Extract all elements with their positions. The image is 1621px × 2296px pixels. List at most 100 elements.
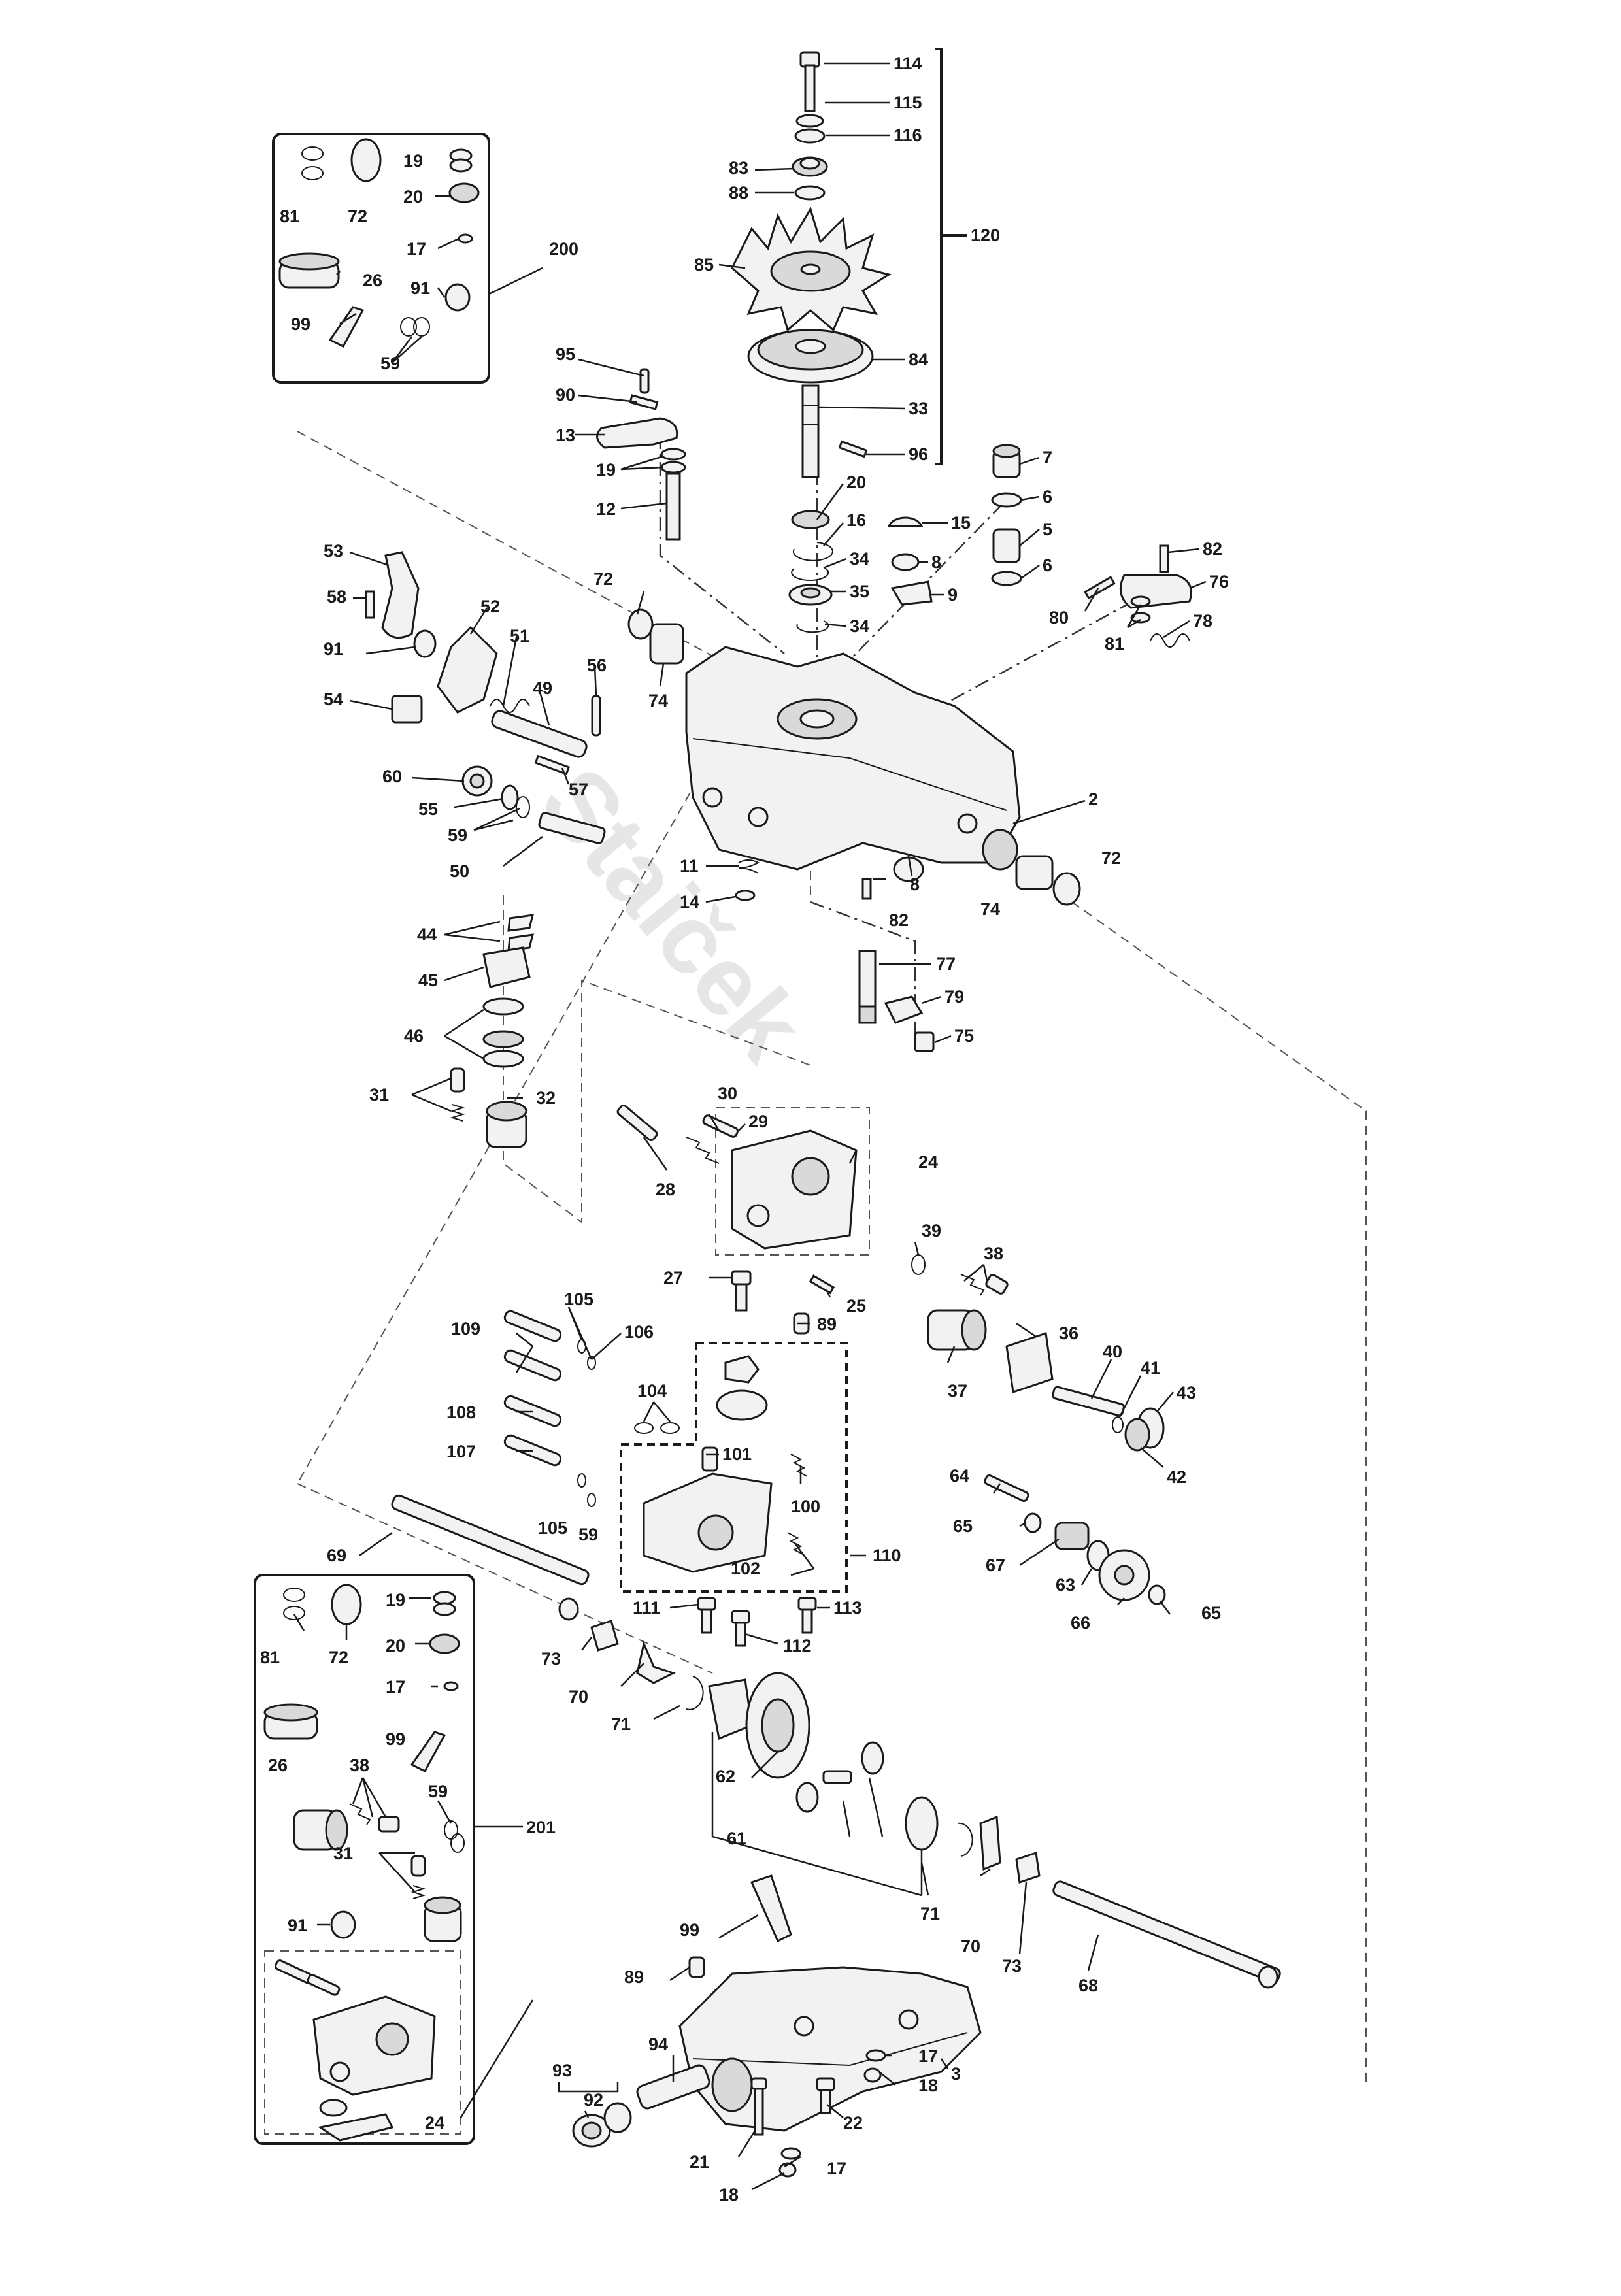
pin-56 bbox=[591, 695, 601, 737]
label-36: 36 bbox=[1059, 1323, 1078, 1343]
kit201-piston-31 bbox=[410, 1855, 426, 1877]
label-93: 93 bbox=[552, 2061, 572, 2080]
insert-44b bbox=[507, 933, 534, 952]
input-shaft-33 bbox=[801, 384, 820, 478]
label-51: 51 bbox=[510, 626, 529, 646]
label-42: 42 bbox=[1167, 1467, 1186, 1487]
shaft-50 bbox=[538, 812, 606, 844]
pin-109 bbox=[503, 1310, 562, 1342]
washer-115 bbox=[795, 114, 824, 128]
bushing-74b bbox=[1015, 855, 1054, 890]
cap-15 bbox=[887, 516, 924, 527]
kit-box-200 bbox=[272, 133, 490, 384]
label-20: 20 bbox=[846, 473, 866, 492]
label-kit201-17: 17 bbox=[386, 1677, 405, 1697]
kit200-o-ring-59 bbox=[400, 317, 417, 337]
washer-17b bbox=[780, 2147, 801, 2160]
label-81: 81 bbox=[1105, 634, 1124, 654]
label-11: 11 bbox=[680, 856, 699, 876]
washer-45a bbox=[482, 997, 524, 1016]
label-46: 46 bbox=[404, 1026, 424, 1046]
shaft-40 bbox=[1052, 1386, 1125, 1417]
block-79 bbox=[884, 995, 924, 1024]
seal-91 bbox=[413, 629, 437, 658]
valve-29 bbox=[702, 1114, 739, 1138]
label-3: 3 bbox=[951, 2064, 961, 2084]
axis-line-top bbox=[659, 435, 785, 654]
kit201-valve-b bbox=[307, 1974, 341, 1996]
label-70: 70 bbox=[569, 1687, 588, 1706]
label-kit200-99: 99 bbox=[291, 314, 310, 334]
ring-41 bbox=[1112, 1416, 1124, 1433]
gear-42 bbox=[1124, 1418, 1150, 1452]
kit201-o-ring-81 bbox=[283, 1588, 305, 1602]
label-107: 107 bbox=[446, 1442, 476, 1461]
label-43: 43 bbox=[1177, 1383, 1196, 1403]
label-kit201-26: 26 bbox=[268, 1755, 288, 1775]
leader-lines bbox=[293, 62, 1207, 2191]
ring-59 bbox=[516, 796, 530, 818]
label-72b: 72 bbox=[1101, 848, 1121, 868]
cap-7 bbox=[992, 444, 1021, 478]
label-74b: 74 bbox=[980, 899, 1000, 919]
kit200-seal-72 bbox=[350, 138, 382, 182]
bracket-120 bbox=[935, 48, 967, 465]
label-120: 120 bbox=[971, 225, 1000, 245]
washer-55 bbox=[501, 784, 519, 810]
key-96 bbox=[838, 440, 868, 458]
o-ring-19 bbox=[660, 448, 686, 461]
kit201-sealant-99 bbox=[410, 1731, 446, 1772]
label-60: 60 bbox=[382, 767, 402, 786]
label-74: 74 bbox=[648, 691, 668, 710]
pinion-a bbox=[795, 1782, 819, 1813]
label-19: 19 bbox=[596, 460, 616, 480]
label-9: 9 bbox=[948, 585, 958, 605]
pin-82 bbox=[1159, 544, 1169, 573]
label-7: 7 bbox=[1043, 448, 1052, 467]
label-18b: 18 bbox=[719, 2185, 739, 2204]
kit201-piston-38 bbox=[378, 1816, 400, 1833]
label-78: 78 bbox=[1193, 611, 1212, 631]
label-83: 83 bbox=[729, 158, 748, 178]
kit201-o-ring-59 bbox=[444, 1820, 458, 1840]
seal-72b bbox=[1052, 872, 1081, 906]
kit201-washer-17 bbox=[443, 1681, 459, 1691]
seal-8 bbox=[891, 553, 920, 571]
kit200-o-ring-19b bbox=[449, 158, 473, 173]
label-14: 14 bbox=[680, 892, 699, 912]
label-49: 49 bbox=[533, 678, 552, 698]
label-64: 64 bbox=[950, 1466, 969, 1486]
label-21: 21 bbox=[690, 2152, 709, 2172]
label-111: 111 bbox=[633, 1598, 660, 1618]
kit200-o-ring-81b bbox=[301, 166, 324, 180]
label-90: 90 bbox=[556, 385, 575, 405]
label-28: 28 bbox=[656, 1180, 675, 1199]
label-85: 85 bbox=[694, 255, 714, 275]
spring-38 bbox=[960, 1274, 985, 1296]
label-kit201-38: 38 bbox=[350, 1755, 369, 1775]
o-ring-19b bbox=[660, 461, 686, 474]
o-ring-59b bbox=[587, 1493, 596, 1507]
kit201-seal-91 bbox=[330, 1910, 356, 1939]
pin-57 bbox=[534, 754, 571, 776]
shaft-77 bbox=[858, 950, 877, 1024]
washer-65 bbox=[1024, 1512, 1042, 1533]
label-kit201-91: 91 bbox=[288, 1916, 307, 1935]
pulley-84 bbox=[747, 329, 874, 384]
label-15: 15 bbox=[951, 513, 971, 533]
kit200-o-ring-81 bbox=[301, 146, 324, 161]
label-94: 94 bbox=[648, 2035, 668, 2054]
kit200-ring-26 bbox=[278, 252, 340, 289]
label-34b: 34 bbox=[850, 616, 869, 636]
label-29: 29 bbox=[748, 1112, 768, 1131]
label-72: 72 bbox=[593, 569, 613, 589]
label-6b: 6 bbox=[1043, 556, 1052, 575]
spring-100 bbox=[790, 1454, 808, 1477]
label-92: 92 bbox=[584, 2090, 603, 2110]
label-105: 105 bbox=[564, 1289, 593, 1309]
bracket-61 bbox=[711, 1732, 923, 1897]
piston-38 bbox=[985, 1274, 1009, 1295]
label-57: 57 bbox=[569, 780, 588, 799]
bushing-74 bbox=[649, 623, 684, 665]
